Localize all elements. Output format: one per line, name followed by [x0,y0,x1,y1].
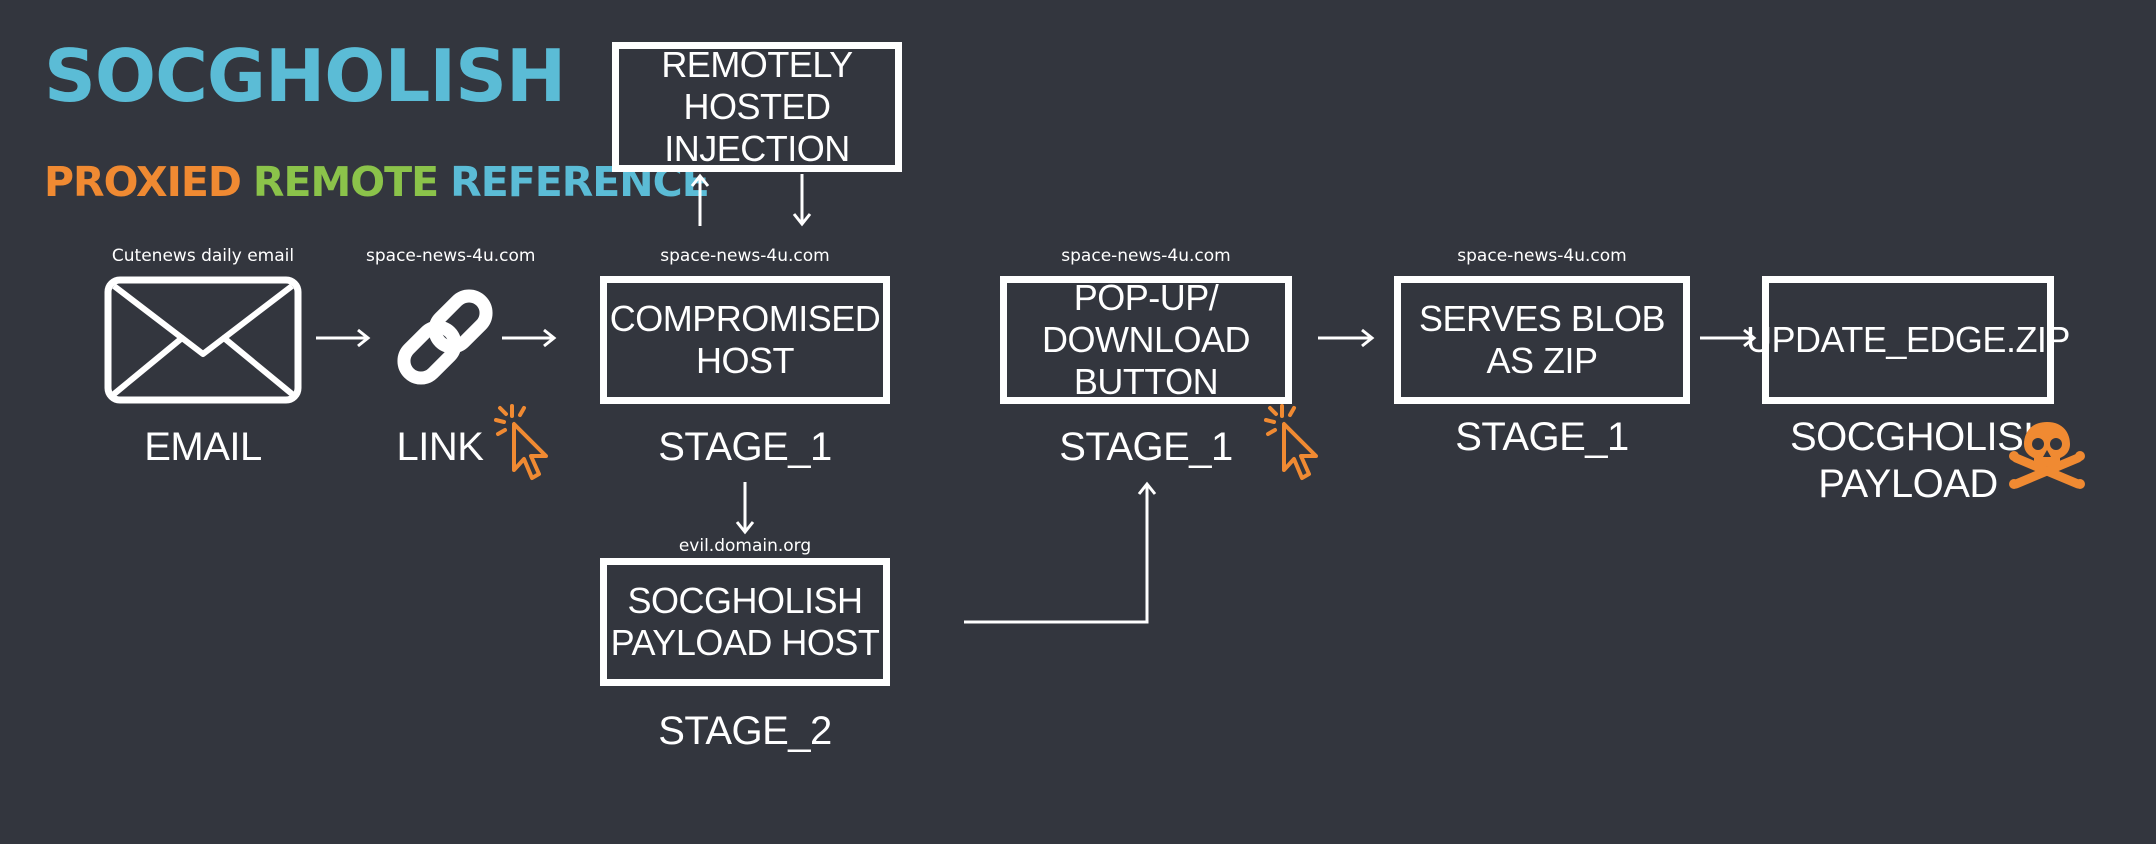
payload-host-box: SOCGHOLISH PAYLOAD HOST [600,558,890,686]
link-caption: LINK [396,425,484,469]
update-caption: SOCGHOLISH PAYLOAD [1790,415,2052,506]
arrow-injection-to-compromised [792,174,812,227]
injection-box: REMOTELY HOSTED INJECTION [612,42,902,172]
compromised-host-label: COMPROMISED HOST [609,297,881,381]
arrow-compromised-to-injection [690,173,710,226]
serves-domain-label: space-news-4u.com [1457,246,1627,266]
cursor-click-icon [1264,404,1318,480]
chain-link-icon [397,289,493,385]
subtitle-word-remote: REMOTE [252,158,439,206]
email-caption: EMAIL [144,425,262,469]
popup-box-label: POP-UP/ DOWNLOAD BUTTON [1041,276,1251,403]
compromised-host-box: COMPROMISED HOST [600,276,890,404]
cursor-click-icon [494,404,548,480]
compromised-caption: STAGE_1 [658,425,832,469]
envelope-icon [104,276,302,404]
popup-box: POP-UP/ DOWNLOAD BUTTON [1000,276,1292,404]
update-box-label: UPDATE_EDGE.ZIP [1746,318,2070,360]
serves-caption: STAGE_1 [1455,415,1629,459]
popup-caption: STAGE_1 [1059,425,1233,469]
email-domain-label: Cutenews daily email [111,246,295,266]
update-box: UPDATE_EDGE.ZIP [1746,276,2070,404]
payload-host-label: SOCGHOLISH PAYLOAD HOST [610,579,880,663]
skull-crossbones-icon [2009,422,2085,489]
compromised-domain-label: space-news-4u.com [660,246,830,266]
arrow-email-to-link [316,328,371,348]
arrow-serves-to-update [1700,328,1757,348]
page-title: SOCGHOLISH [44,34,566,118]
arrow-payload-host-to-popup [964,481,1157,624]
arrow-compromised-to-payload-host [735,482,755,535]
serves-box-label: SERVES BLOB AS ZIP [1419,297,1665,381]
injection-box-label: REMOTELY HOSTED INJECTION [661,43,853,170]
popup-domain-label: space-news-4u.com [1061,246,1231,266]
serves-box: SERVES BLOB AS ZIP [1394,276,1690,404]
arrow-popup-to-serves [1318,328,1375,348]
payload-host-caption: STAGE_2 [658,709,832,753]
arrow-link-to-compromised [502,328,557,348]
subtitle-word-proxied: PROXIED [44,158,242,206]
payload-host-domain-label: evil.domain.org [678,536,812,556]
link-domain-label: space-news-4u.com [366,246,536,266]
